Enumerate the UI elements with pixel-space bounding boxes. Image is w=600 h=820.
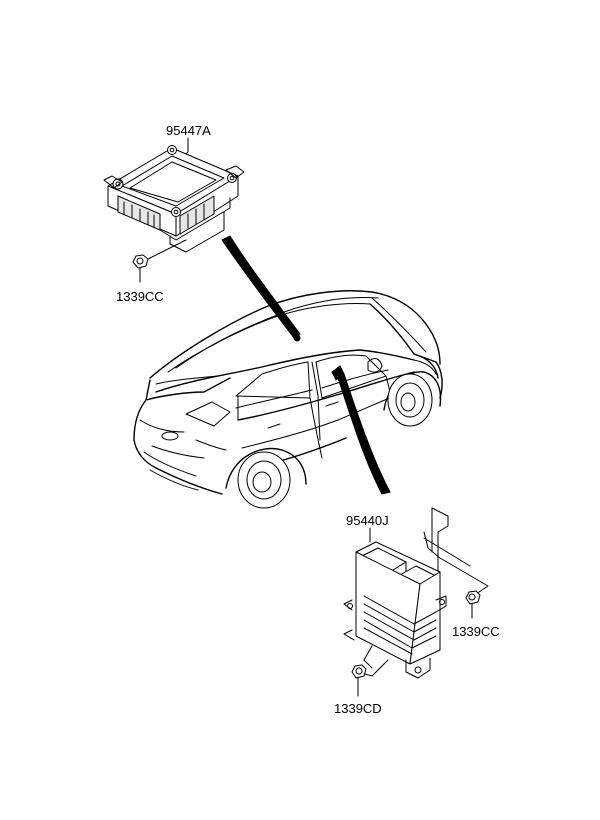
- vehicle: [133, 290, 443, 509]
- pointer-bottom: [337, 373, 391, 495]
- nut-bottom-left: [351, 659, 389, 697]
- label-nut-top: 1339CC: [116, 289, 164, 304]
- label-nut-bottom-left: 1339CD: [334, 701, 382, 716]
- label-module-top: 95447A: [166, 123, 211, 138]
- control-module-top: [103, 137, 245, 253]
- label-nut-bottom-right: 1339CC: [452, 624, 500, 639]
- nut-top: [132, 239, 187, 283]
- nut-bottom-right: [465, 590, 481, 619]
- control-module-bottom: [343, 507, 489, 679]
- label-module-bottom: 95440J: [346, 513, 389, 528]
